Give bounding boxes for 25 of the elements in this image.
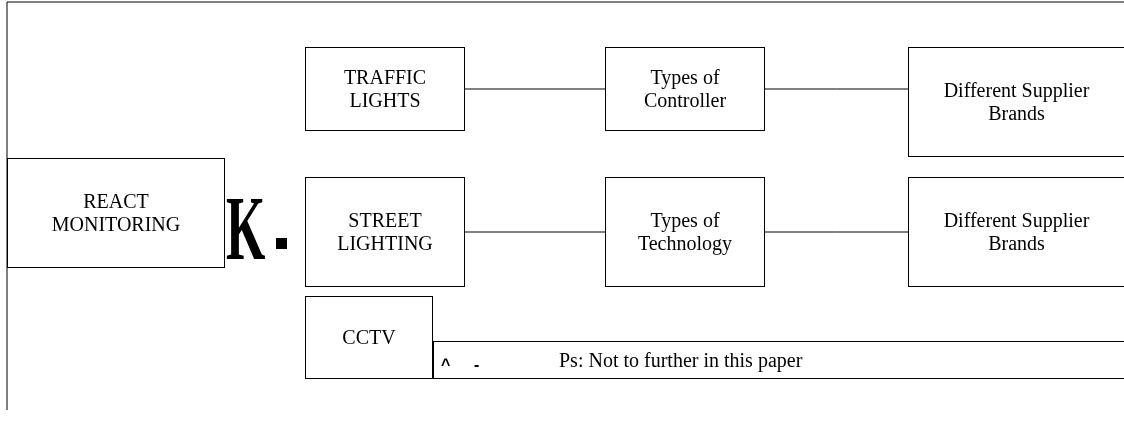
box-label: Ps: Not to further in this paper bbox=[559, 348, 803, 372]
connector-line bbox=[464, 88, 606, 90]
process-box bbox=[305, 296, 433, 379]
process-box bbox=[7, 158, 225, 268]
box-label: TRAFFIC LIGHTS bbox=[342, 66, 428, 112]
process-box bbox=[908, 47, 1124, 157]
box-label: CCTV bbox=[342, 326, 396, 349]
process-box bbox=[305, 177, 465, 287]
note-band bbox=[433, 341, 1124, 379]
mark-label: - bbox=[474, 356, 480, 374]
mark-label: ^ bbox=[441, 356, 451, 374]
connector-line bbox=[464, 231, 606, 233]
connector-line bbox=[764, 231, 909, 233]
box-label: REACT MONITORING bbox=[50, 190, 182, 236]
mark-label: K bbox=[226, 178, 266, 278]
box-label: Types of Controller bbox=[642, 66, 728, 112]
box-label: STREET LIGHTING bbox=[336, 209, 434, 255]
box-label: Different Supplier Brands bbox=[942, 79, 1091, 125]
process-box bbox=[305, 47, 465, 131]
process-box bbox=[605, 47, 765, 131]
connector-line bbox=[764, 88, 909, 90]
box-label: Types of Technology bbox=[636, 209, 734, 255]
box-label: Different Supplier Brands bbox=[942, 209, 1091, 255]
process-box bbox=[908, 177, 1124, 287]
process-box bbox=[605, 177, 765, 287]
